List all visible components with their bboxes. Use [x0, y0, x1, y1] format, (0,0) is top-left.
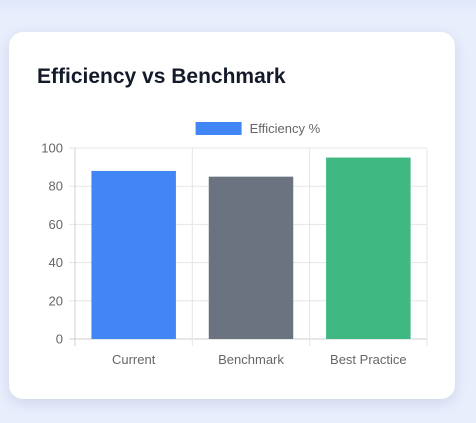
y-tick-label: 60 — [49, 217, 63, 232]
y-tick-label: 40 — [49, 255, 63, 270]
y-tick-label: 20 — [49, 293, 63, 308]
y-tick-label: 80 — [49, 179, 63, 194]
y-tick-label: 0 — [56, 332, 63, 347]
chart-legend[interactable]: Efficiency % — [195, 121, 321, 136]
chart-bars — [91, 157, 411, 339]
legend-swatch[interactable] — [195, 122, 242, 135]
x-tick-label: Current — [112, 352, 156, 367]
y-tick-label: 100 — [41, 141, 63, 156]
x-tick-label: Benchmark — [218, 352, 284, 367]
card-title: Efficiency vs Benchmark — [37, 65, 286, 88]
bar[interactable] — [326, 157, 411, 339]
bar[interactable] — [208, 176, 294, 339]
x-tick-label: Best Practice — [330, 352, 407, 367]
legend-label[interactable]: Efficiency % — [250, 121, 321, 136]
page-top-strip — [0, 0, 476, 14]
bar[interactable] — [91, 170, 176, 339]
